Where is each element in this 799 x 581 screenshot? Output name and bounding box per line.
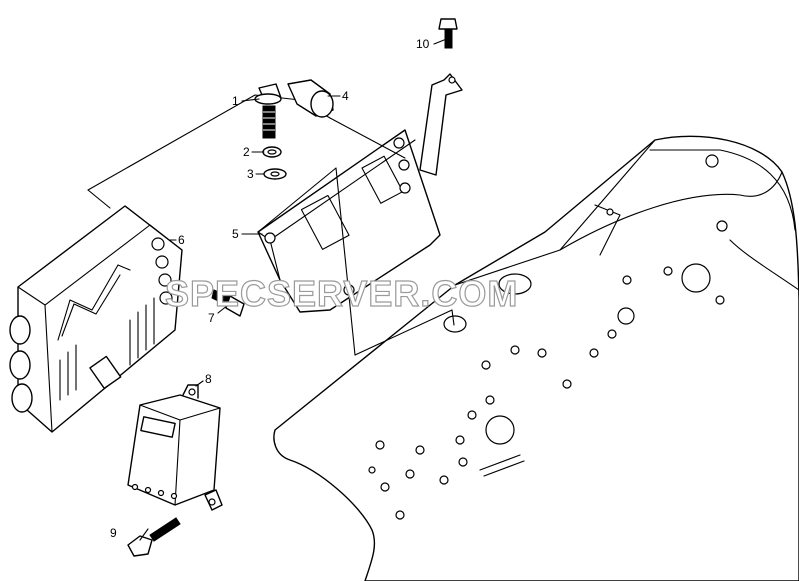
- callout-2: 2: [243, 145, 250, 159]
- callout-3: 3: [247, 167, 254, 181]
- relay-box: [127, 384, 223, 511]
- side-bolt: [211, 289, 245, 317]
- callout-7: 7: [208, 311, 215, 325]
- watermark: SPECSERVER.COM: [165, 273, 518, 314]
- callout-leaders: [139, 39, 445, 541]
- long-bolt: [127, 517, 181, 557]
- lock-washer: [262, 146, 282, 158]
- callout-8: 8: [205, 372, 212, 386]
- callout-9: 9: [110, 526, 117, 540]
- flat-washer: [263, 168, 287, 180]
- callout-10: 10: [416, 37, 430, 51]
- flange-bolt: [254, 83, 282, 139]
- frame-rail: [273, 135, 799, 581]
- callout-5: 5: [232, 227, 239, 241]
- callout-6: 6: [178, 233, 185, 247]
- callout-4: 4: [342, 89, 349, 103]
- ecu-controller: [9, 205, 183, 433]
- mounting-bracket: [257, 73, 463, 313]
- spacer-bushing: [287, 79, 334, 118]
- small-bolt: [438, 18, 458, 49]
- callout-1: 1: [232, 94, 239, 108]
